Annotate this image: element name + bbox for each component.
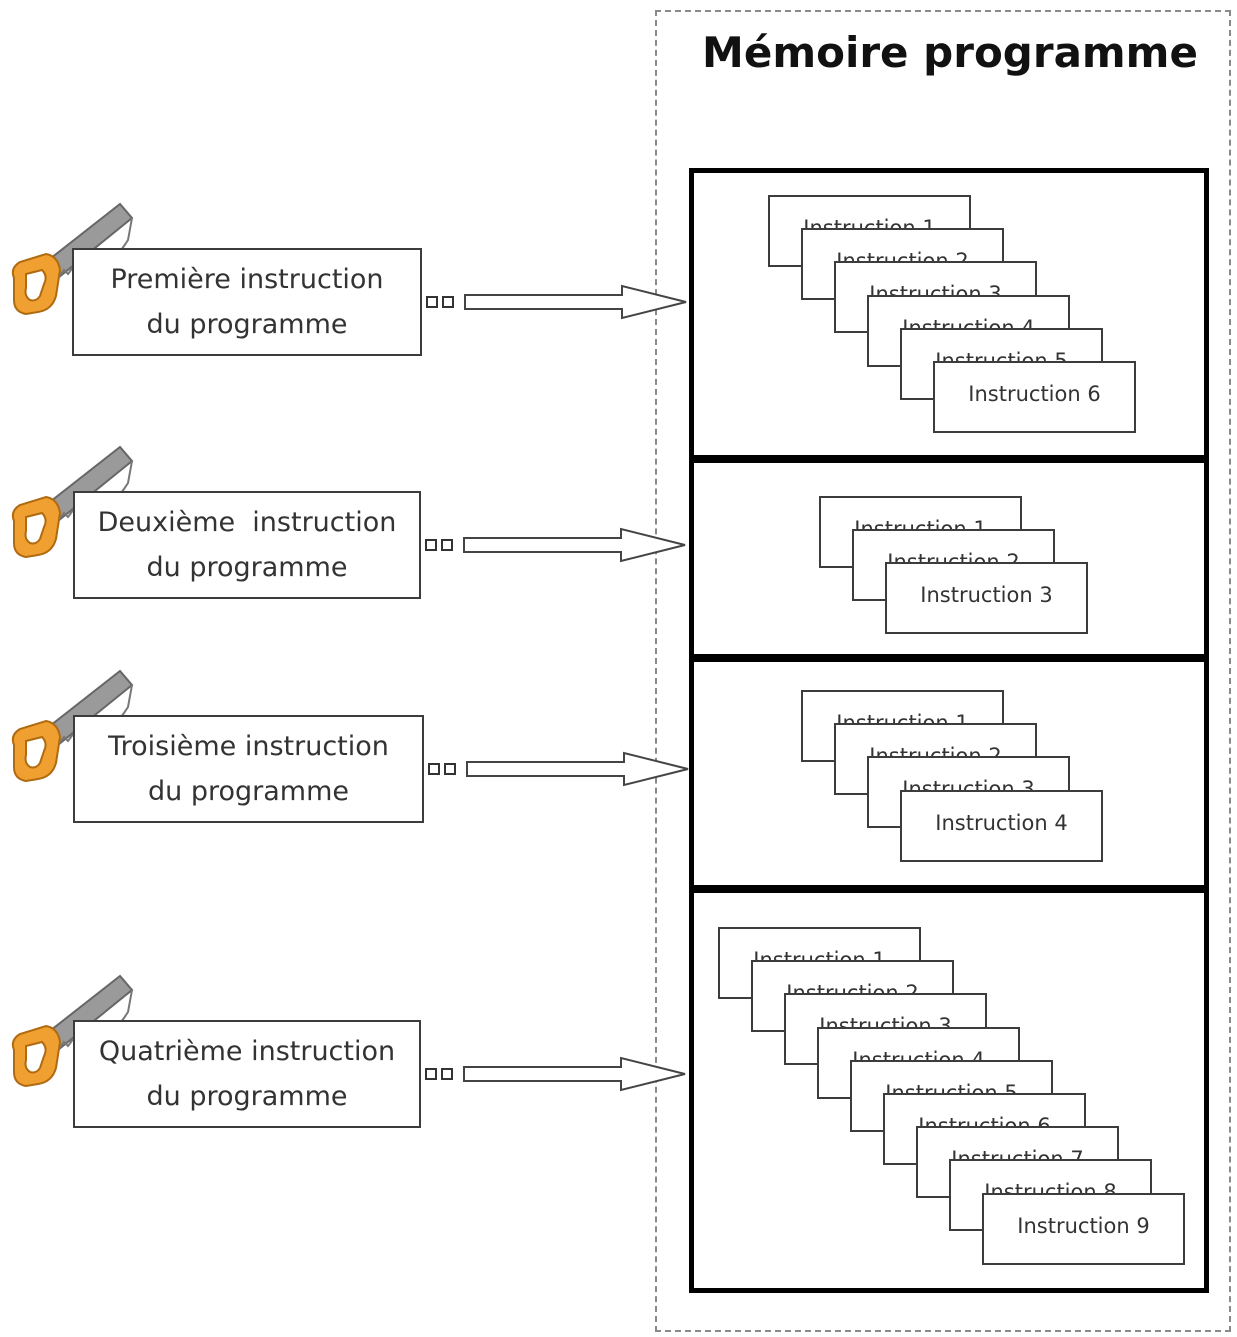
step-label-line1: Deuxième instruction <box>97 507 397 538</box>
memory-block: Instruction 1Instruction 2Instruction 3 <box>689 458 1209 659</box>
instruction-card: Instruction 3 <box>885 562 1088 635</box>
connector-square <box>441 1068 453 1080</box>
instruction-card: Instruction 6 <box>933 361 1136 433</box>
connector-square <box>444 763 456 775</box>
connector-square <box>442 296 454 308</box>
program-step-box: Deuxième instruction du programme <box>73 491 421 599</box>
program-memory-frame <box>655 10 1231 1332</box>
connector-square <box>426 296 438 308</box>
step-label-line1: Première instruction <box>110 264 384 295</box>
flow-arrow <box>466 751 689 787</box>
step-label-line2: du programme <box>148 776 349 807</box>
memory-block: Instruction 1Instruction 2Instruction 3I… <box>689 657 1209 890</box>
instruction-card: Instruction 4 <box>900 789 1103 862</box>
flow-arrow <box>463 1056 686 1092</box>
program-memory-title: Mémoire programme <box>702 28 1198 77</box>
connector-square <box>428 763 440 775</box>
program-step-box: Première instruction du programme <box>72 248 422 356</box>
program-step-box: Quatrième instruction du programme <box>73 1020 421 1128</box>
flow-arrow <box>463 527 686 563</box>
memory-block: Instruction 1Instruction 2Instruction 3I… <box>689 168 1209 460</box>
step-label-line1: Quatrième instruction <box>98 1036 396 1067</box>
connector-square <box>425 1068 437 1080</box>
saw-icon <box>11 202 134 316</box>
instruction-label: Instruction 9 <box>1017 1213 1150 1238</box>
step-label-line1: Troisième instruction <box>108 731 389 762</box>
step-label-line2: du programme <box>146 309 348 340</box>
connector-square <box>425 539 437 551</box>
step-label-line2: du programme <box>146 1081 348 1112</box>
flow-arrow <box>464 284 687 320</box>
saw-icon <box>11 445 134 559</box>
instruction-label: Instruction 6 <box>968 382 1101 406</box>
connector-square <box>441 539 453 551</box>
saw-icon <box>11 974 134 1088</box>
saw-icon <box>11 669 134 783</box>
instruction-card: Instruction 9 <box>982 1192 1185 1265</box>
program-step-box: Troisième instruction du programme <box>73 715 424 823</box>
instruction-label: Instruction 4 <box>935 810 1068 835</box>
step-label-line2: du programme <box>146 552 348 583</box>
memory-block: Instruction 1Instruction 2Instruction 3I… <box>689 888 1209 1293</box>
instruction-label: Instruction 3 <box>920 583 1053 608</box>
